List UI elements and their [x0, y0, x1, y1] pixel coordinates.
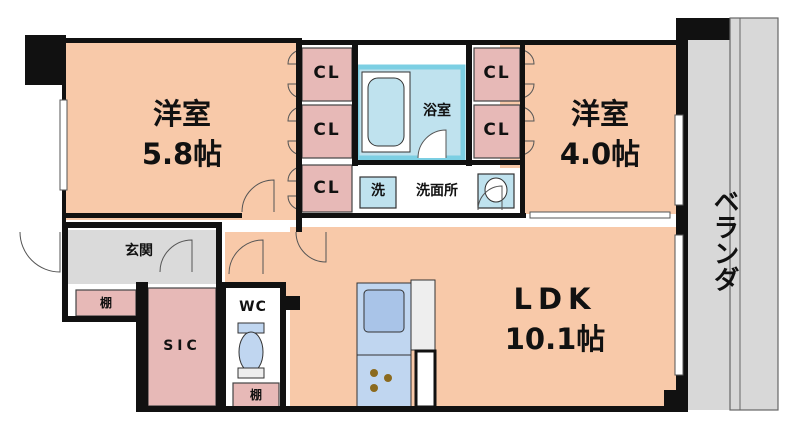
toilet-bowl: [238, 331, 264, 373]
bath-door: [417, 129, 447, 159]
washing-machine: [359, 176, 397, 209]
bath-label: 浴室: [423, 103, 451, 119]
shelf-entrance-label: 棚: [99, 296, 112, 310]
closet-right-2: [473, 104, 521, 159]
washer-label: 洗: [371, 183, 385, 199]
room-name-western-right: 洋室: [570, 97, 629, 131]
room-name-ldk: LDK: [513, 282, 597, 316]
room-size-western-right: 4.0帖: [559, 137, 641, 171]
kitchen-cabinet: [410, 279, 436, 351]
closet-label-5: CL: [483, 120, 511, 140]
entrance-area: [62, 230, 220, 284]
ldk-room: [290, 227, 680, 410]
western-room-left: [62, 42, 300, 220]
balcony-label: ベランダ: [709, 188, 739, 292]
balcony-railing: [729, 17, 779, 411]
wc-label: WC: [239, 299, 267, 315]
wall-corner-topleft: [25, 35, 64, 85]
western-room-right: [500, 42, 680, 214]
closet-right-1: [473, 47, 521, 102]
closet-label-3: CL: [313, 178, 341, 198]
room-name-western-left: 洋室: [152, 97, 211, 131]
wash-door: [477, 185, 503, 211]
entrance-label: 玄関: [125, 243, 153, 259]
shelf-wc-label: 棚: [249, 388, 262, 402]
wall-corner-topright: [676, 18, 730, 40]
sic-label: SIC: [163, 338, 201, 354]
room-size-ldk: 10.1帖: [504, 322, 606, 356]
column: [286, 296, 300, 310]
closet-label-2: CL: [313, 120, 341, 140]
kitchen-sink: [363, 289, 405, 333]
closet-label-4: CL: [483, 63, 511, 83]
stove-burners: [370, 369, 392, 392]
stove: [356, 354, 412, 408]
windows: [59, 99, 684, 376]
pantry: [414, 349, 437, 409]
washroom-label: 洗面所: [416, 183, 458, 199]
room-size-western-left: 5.8帖: [141, 137, 223, 171]
closet-left-3: [301, 164, 353, 213]
bathtub: [367, 77, 405, 147]
door-swings: [19, 179, 327, 275]
toilet-cabinet: [237, 367, 265, 379]
closet-label-1: CL: [313, 63, 341, 83]
closets: [75, 47, 521, 408]
